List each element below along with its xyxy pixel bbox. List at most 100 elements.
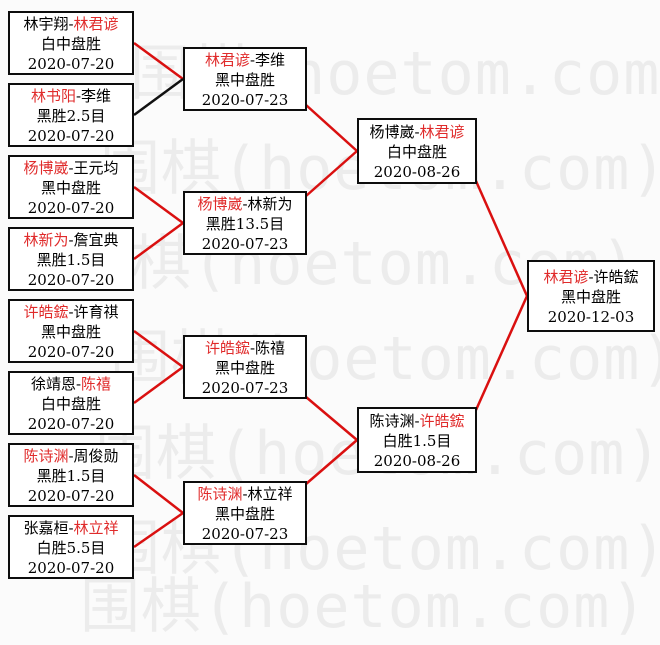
player2-name: 李维 <box>255 51 286 69</box>
player2-name: 林立祥 <box>247 485 293 503</box>
connector-line <box>133 511 184 549</box>
match-players: 陈诗渊-周俊勋 <box>10 446 132 466</box>
match-box-r1-7: 陈诗渊-周俊勋 黑胜1.5目 2020-07-20 <box>8 443 134 507</box>
player-separator: - <box>68 303 74 321</box>
player1-name: 林君谚 <box>204 51 250 69</box>
player2-name: 王元均 <box>73 159 119 177</box>
match-players: 杨博崴-林新为 <box>185 194 305 214</box>
match-date: 2020-07-23 <box>201 235 289 253</box>
match-result: 黑中盘胜 <box>40 179 101 197</box>
match-result: 黑胜13.5目 <box>205 215 285 233</box>
match-date: 2020-07-20 <box>27 199 115 217</box>
connector-line <box>133 77 184 117</box>
match-box-r2-4: 陈诗渊-林立祥 黑中盘胜 2020-07-23 <box>183 481 307 545</box>
match-result: 黑中盘胜 <box>214 359 275 377</box>
match-players: 许皓鋐-陈禧 <box>185 338 305 358</box>
connector-line <box>133 365 184 405</box>
match-players: 林君谚-许皓鋐 <box>529 267 653 287</box>
player-separator: - <box>68 519 74 537</box>
connector-line <box>133 185 184 225</box>
match-result: 白中盘胜 <box>40 395 101 413</box>
player-separator: - <box>68 15 74 33</box>
match-box-sf-1: 杨博崴-林君谚 白中盘胜 2020-08-26 <box>357 118 477 184</box>
match-box-r1-2: 林书阳-李维 黑胜2.5目 2020-07-20 <box>8 83 134 147</box>
match-box-r1-4: 林新为-詹宜典 黑胜1.5目 2020-07-20 <box>8 227 134 291</box>
match-result: 黑胜2.5目 <box>36 107 106 125</box>
match-date: 2020-07-20 <box>27 127 115 145</box>
match-result: 黑中盘胜 <box>40 323 101 341</box>
bracket-connectors <box>133 41 529 549</box>
match-date: 2020-07-23 <box>201 379 289 397</box>
match-result: 白中盘胜 <box>40 35 101 53</box>
player-separator: - <box>75 87 82 105</box>
player1-name: 陈诗渊 <box>23 447 69 465</box>
player2-name: 陈禧 <box>255 339 286 357</box>
match-date: 2020-07-20 <box>27 415 115 433</box>
player-separator: - <box>414 123 420 141</box>
player2-name: 詹宜典 <box>73 231 119 249</box>
match-date: 2020-08-26 <box>373 452 461 470</box>
player-separator: - <box>249 51 256 69</box>
match-box-final: 林君谚-许皓鋐 黑中盘胜 2020-12-03 <box>527 260 655 332</box>
match-players: 陈诗渊-许皓鋐 <box>359 411 475 431</box>
player2-name: 陈禧 <box>81 375 112 393</box>
match-box-r2-2: 杨博崴-林新为 黑胜13.5目 2020-07-23 <box>183 191 307 255</box>
match-result: 黑中盘胜 <box>214 71 275 89</box>
player-separator: - <box>68 159 74 177</box>
player2-name: 林君谚 <box>419 123 465 141</box>
player-separator: - <box>588 268 594 286</box>
connector-line <box>133 41 184 81</box>
match-players: 林新为-詹宜典 <box>10 230 132 250</box>
match-date: 2020-07-20 <box>27 271 115 289</box>
match-date: 2020-07-23 <box>201 525 289 543</box>
player1-name: 林书阳 <box>30 87 76 105</box>
player1-name: 杨博崴 <box>369 123 415 141</box>
connector-line <box>133 221 184 261</box>
connector-line <box>474 180 529 297</box>
player-separator: - <box>68 231 74 249</box>
match-players: 张嘉桓-林立祥 <box>10 518 132 538</box>
player2-name: 周俊勋 <box>73 447 119 465</box>
match-result: 黑中盘胜 <box>214 505 275 523</box>
player2-name: 许皓鋐 <box>419 412 465 430</box>
match-box-r2-1: 林君谚-李维 黑中盘胜 2020-07-23 <box>183 47 307 111</box>
match-players: 林书阳-李维 <box>10 86 132 106</box>
player2-name: 林君谚 <box>73 15 119 33</box>
match-players: 徐靖恩-陈禧 <box>10 374 132 394</box>
player2-name: 林立祥 <box>73 519 119 537</box>
match-box-sf-2: 陈诗渊-许皓鋐 白胜1.5目 2020-08-26 <box>357 407 477 473</box>
player2-name: 李维 <box>81 87 112 105</box>
connector-line <box>305 104 358 152</box>
match-players: 杨博崴-林君谚 <box>359 122 475 142</box>
match-result: 黑胜1.5目 <box>36 251 106 269</box>
match-box-r2-3: 许皓鋐-陈禧 黑中盘胜 2020-07-23 <box>183 335 307 399</box>
connector-line <box>133 329 184 369</box>
player-separator: - <box>68 447 74 465</box>
player-separator: - <box>414 412 420 430</box>
match-date: 2020-07-20 <box>27 487 115 505</box>
player1-name: 徐靖恩 <box>30 375 76 393</box>
match-result: 黑中盘胜 <box>560 288 621 306</box>
connector-line <box>305 396 358 441</box>
connector-line <box>305 150 358 197</box>
player2-name: 许皓鋐 <box>593 268 639 286</box>
player1-name: 许皓鋐 <box>204 339 250 357</box>
player1-name: 林新为 <box>23 231 69 249</box>
player1-name: 林宇翔 <box>23 15 69 33</box>
match-players: 林君谚-李维 <box>185 50 305 70</box>
match-box-r1-5: 许皓鋐-许育祺 黑中盘胜 2020-07-20 <box>8 299 134 363</box>
match-players: 许皓鋐-许育祺 <box>10 302 132 322</box>
match-box-r1-3: 杨博崴-王元均 黑中盘胜 2020-07-20 <box>8 155 134 219</box>
match-box-r1-1: 林宇翔-林君谚 白中盘胜 2020-07-20 <box>8 11 134 75</box>
match-date: 2020-07-20 <box>27 55 115 73</box>
player1-name: 陈诗渊 <box>369 412 415 430</box>
match-result: 白中盘胜 <box>386 143 447 161</box>
match-result: 白胜1.5目 <box>382 432 452 450</box>
player1-name: 杨博崴 <box>197 195 243 213</box>
player-separator: - <box>242 485 248 503</box>
player1-name: 杨博崴 <box>23 159 69 177</box>
match-date: 2020-07-23 <box>201 91 289 109</box>
player1-name: 陈诗渊 <box>197 485 243 503</box>
connector-line <box>474 295 529 411</box>
player-separator: - <box>75 375 82 393</box>
